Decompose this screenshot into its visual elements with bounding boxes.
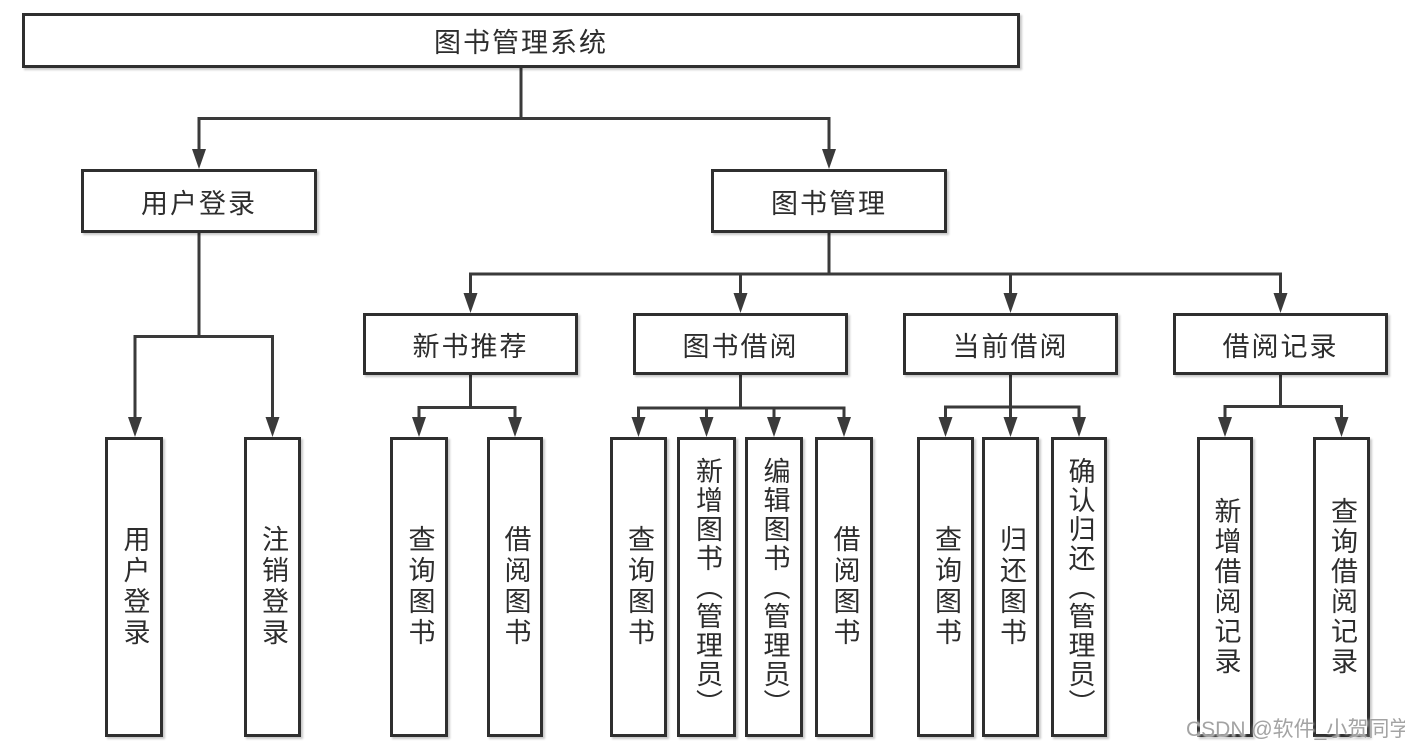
arrow-down-icon <box>1218 417 1232 437</box>
arrow-down-icon <box>733 293 748 313</box>
leaf-query-books-borrow-label: 查询图书 <box>624 525 654 649</box>
leaf-return-books-label: 归还图书 <box>996 525 1026 649</box>
node-book-borrow-label: 图书借阅 <box>682 331 799 362</box>
arrow-down-icon <box>822 149 836 169</box>
arrow-down-icon <box>699 417 714 437</box>
node-book-management: 图书管理 <box>711 169 947 233</box>
connector-root-split <box>197 66 831 151</box>
connector-current-borrow-split <box>944 375 1081 419</box>
node-borrow-record-label: 借阅记录 <box>1222 331 1339 362</box>
leaf-borrow-books-borrow-label: 借阅图书 <box>829 525 860 649</box>
arrow-down-icon <box>1003 417 1018 437</box>
leaf-query-books-recommend: 查询图书 <box>390 437 448 737</box>
leaf-confirm-return-admin: 确认归还（管理员） <box>1051 437 1107 737</box>
leaf-edit-book-admin-label: 编辑图书（管理员） <box>759 456 790 718</box>
arrow-down-icon <box>837 417 851 437</box>
node-new-book-recommend-label: 新书推荐 <box>412 331 529 362</box>
connector-borrow-record-split <box>1223 375 1343 419</box>
node-book-management-label: 图书管理 <box>771 188 887 219</box>
leaf-user-login-label: 用户登录 <box>119 525 150 649</box>
connector-user-login-split <box>133 233 274 419</box>
csdn-watermark: CSDN @软件_小贺同学 <box>1186 718 1405 741</box>
arrow-down-icon <box>938 417 953 437</box>
leaf-user-login: 用户登录 <box>105 437 163 737</box>
node-book-borrow: 图书借阅 <box>633 313 848 375</box>
leaf-logout-login: 注销登录 <box>244 437 301 737</box>
leaf-borrow-books-borrow: 借阅图书 <box>815 437 873 737</box>
node-current-borrow-label: 当前借阅 <box>952 331 1069 362</box>
node-user-login: 用户登录 <box>81 169 317 233</box>
arrow-down-icon <box>412 417 426 437</box>
leaf-add-book-admin: 新增图书（管理员） <box>677 437 736 737</box>
arrow-down-icon <box>1334 417 1349 437</box>
leaf-add-borrow-record: 新增借阅记录 <box>1197 437 1253 737</box>
arrow-down-icon <box>1003 293 1018 313</box>
arrow-down-icon <box>463 293 478 313</box>
node-user-login-label: 用户登录 <box>141 188 257 219</box>
connector-book-borrow-split <box>637 375 846 419</box>
node-current-borrow: 当前借阅 <box>903 313 1118 375</box>
arrowheads <box>128 149 1349 437</box>
leaf-query-books-borrow: 查询图书 <box>610 437 667 737</box>
node-new-book-recommend: 新书推荐 <box>363 313 578 375</box>
node-root: 图书管理系统 <box>22 13 1020 68</box>
leaf-add-borrow-record-label: 新增借阅记录 <box>1210 497 1241 677</box>
arrow-down-icon <box>265 417 280 437</box>
node-root-label: 图书管理系统 <box>434 28 608 58</box>
connector-book-management-split <box>469 233 1282 295</box>
leaf-query-borrow-record: 查询借阅记录 <box>1313 437 1370 737</box>
leaf-query-borrow-record-label: 查询借阅记录 <box>1327 497 1357 677</box>
leaf-borrow-books-recommend: 借阅图书 <box>487 437 543 737</box>
leaf-borrow-books-recommend-label: 借阅图书 <box>500 525 531 649</box>
leaf-edit-book-admin: 编辑图书（管理员） <box>745 437 803 737</box>
node-borrow-record: 借阅记录 <box>1173 313 1388 375</box>
leaf-add-book-admin-label: 新增图书（管理员） <box>692 456 722 718</box>
leaf-query-books-recommend-label: 查询图书 <box>404 525 435 649</box>
leaf-confirm-return-admin-label: 确认归还（管理员） <box>1064 456 1095 718</box>
leaf-logout-login-label: 注销登录 <box>258 525 288 649</box>
arrow-down-icon <box>767 417 781 437</box>
arrow-down-icon <box>508 417 522 437</box>
connector-new-book-split <box>417 375 517 419</box>
leaf-query-books-current: 查询图书 <box>917 437 974 737</box>
arrow-down-icon <box>1273 293 1288 313</box>
leaf-query-books-current-label: 查询图书 <box>931 525 961 649</box>
arrow-down-icon <box>192 149 206 169</box>
arrow-down-icon <box>128 417 142 437</box>
arrow-down-icon <box>1072 417 1086 437</box>
leaf-return-books: 归还图书 <box>982 437 1039 737</box>
arrow-down-icon <box>631 417 646 437</box>
